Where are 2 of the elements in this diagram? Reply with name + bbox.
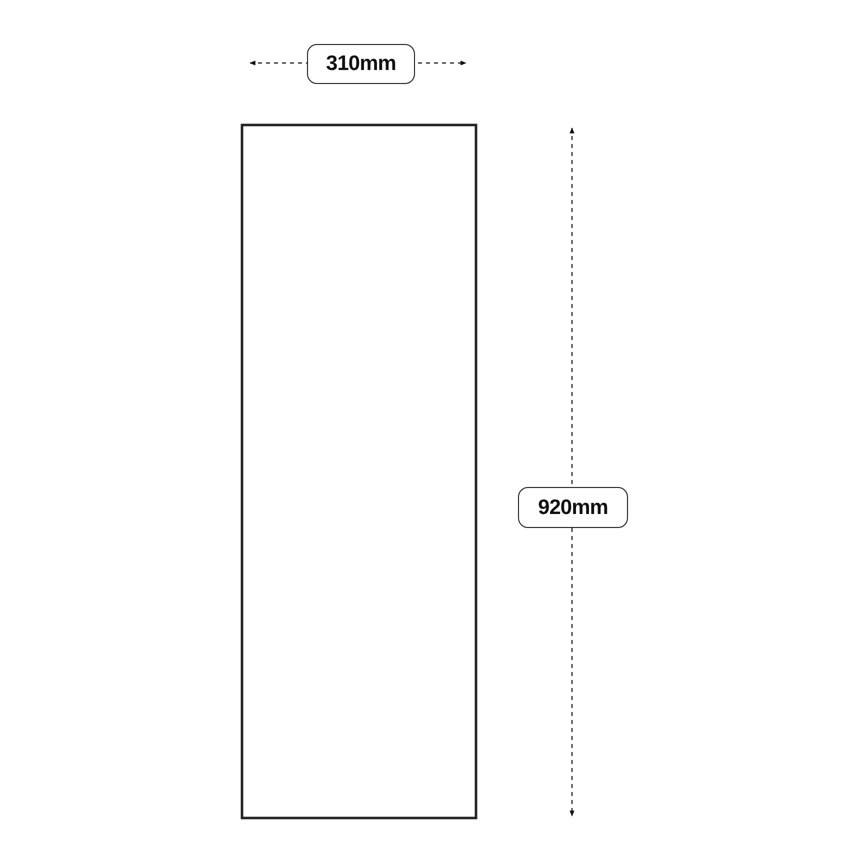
dimension-label: 310mm xyxy=(307,44,415,84)
dimension-label: 920mm xyxy=(518,487,628,528)
